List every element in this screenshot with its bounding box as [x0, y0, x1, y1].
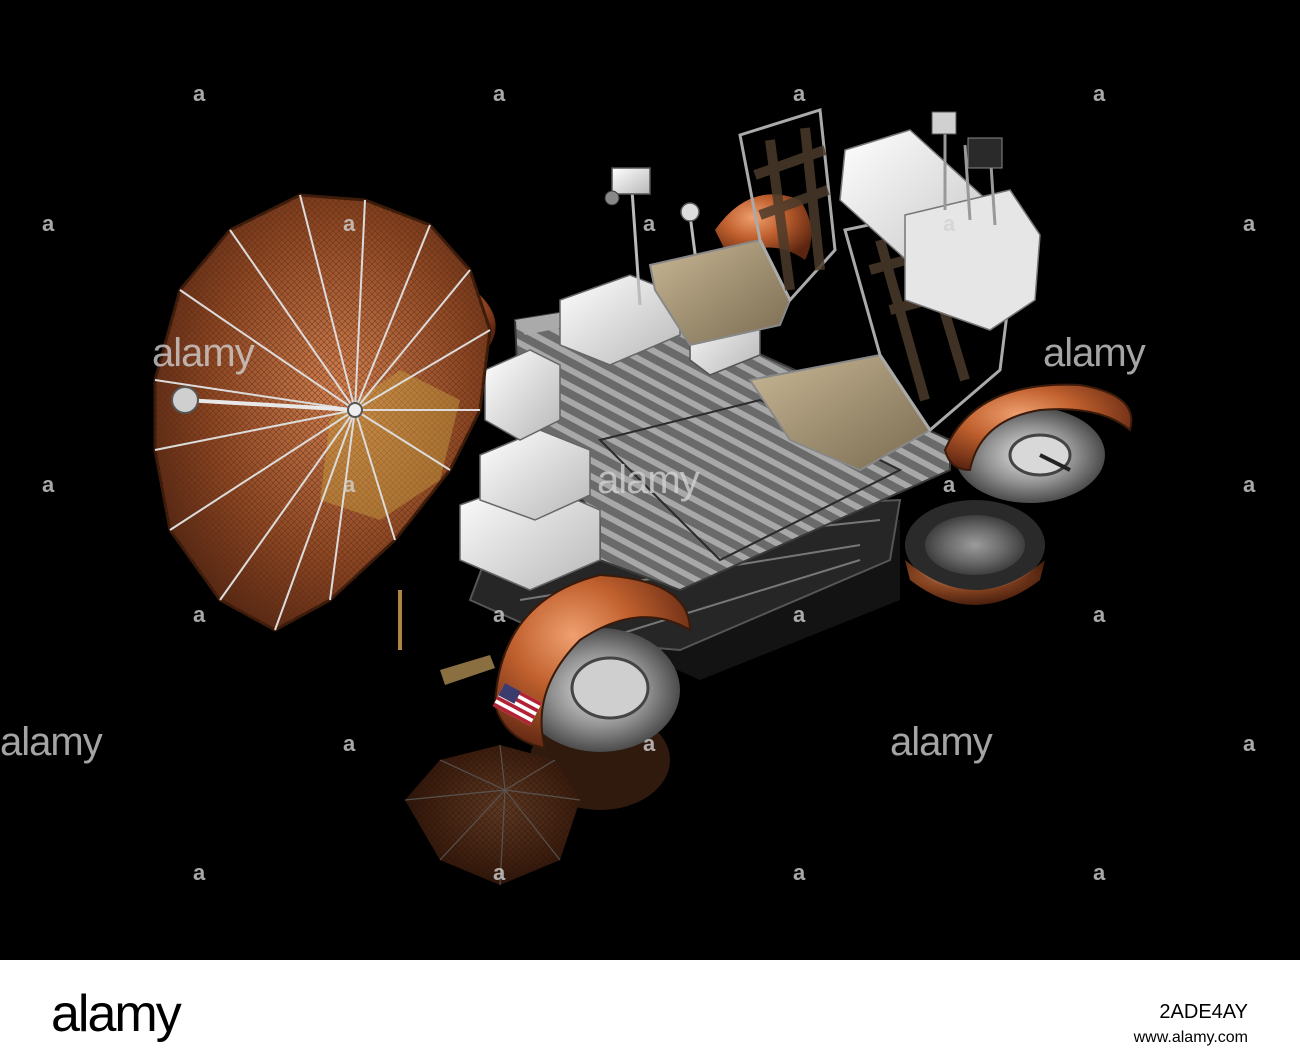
watermark-mark: a	[793, 602, 806, 627]
watermark-mark: a	[343, 472, 356, 497]
watermark-mark: a	[943, 211, 956, 236]
equipment-boxes	[459, 274, 681, 591]
watermark-mark: a	[42, 472, 55, 497]
image-id: 2ADE4AY	[1159, 1001, 1248, 1023]
dish-reflection	[404, 744, 581, 886]
rear-right-wheel	[905, 500, 1045, 605]
watermark-mark: a	[643, 731, 656, 756]
rear-stowage	[839, 111, 1041, 331]
watermark-mark: a	[943, 472, 956, 497]
flag-decal	[492, 683, 543, 726]
watermark-mark: a	[493, 602, 506, 627]
watermark-mark: a	[793, 860, 806, 885]
watermark-mark: a	[42, 211, 55, 236]
watermark-alamy: alamy	[1043, 331, 1146, 375]
watermark-mark: a	[643, 211, 656, 236]
watermark-alamy: alamy	[890, 720, 993, 764]
watermark-mark: a	[1243, 472, 1256, 497]
front-left-wheel	[492, 573, 692, 752]
high-gain-antenna	[153, 193, 495, 685]
watermark-alamy: alamy	[152, 331, 255, 375]
watermark-mark: a	[193, 81, 206, 106]
watermark-mark: a	[1093, 81, 1106, 106]
seat-left	[648, 108, 837, 347]
lunar-rover-illustration	[153, 108, 1133, 886]
watermark-mark: a	[493, 860, 506, 885]
antenna-ribs	[154, 194, 491, 631]
watermark-alamy: alamy	[0, 720, 103, 764]
watermark-mark: a	[1093, 860, 1106, 885]
watermark-mark: a	[1093, 602, 1106, 627]
watermark-mark: a	[793, 81, 806, 106]
watermark-mark: a	[193, 860, 206, 885]
front-right-wheel	[943, 383, 1133, 503]
site-url: www.alamy.com	[1133, 1029, 1248, 1046]
watermark-mark: a	[343, 731, 356, 756]
footer-logo: alamy	[51, 985, 182, 1043]
watermark-mark: a	[1243, 211, 1256, 236]
footer-bar: alamy 2ADE4AY www.alamy.com	[0, 960, 1300, 1064]
watermark-mark: a	[193, 602, 206, 627]
watermark-mark: a	[1243, 731, 1256, 756]
watermark-alamy: alamy	[597, 458, 700, 502]
watermark-mark: a	[343, 211, 356, 236]
watermark-mark: a	[493, 81, 506, 106]
